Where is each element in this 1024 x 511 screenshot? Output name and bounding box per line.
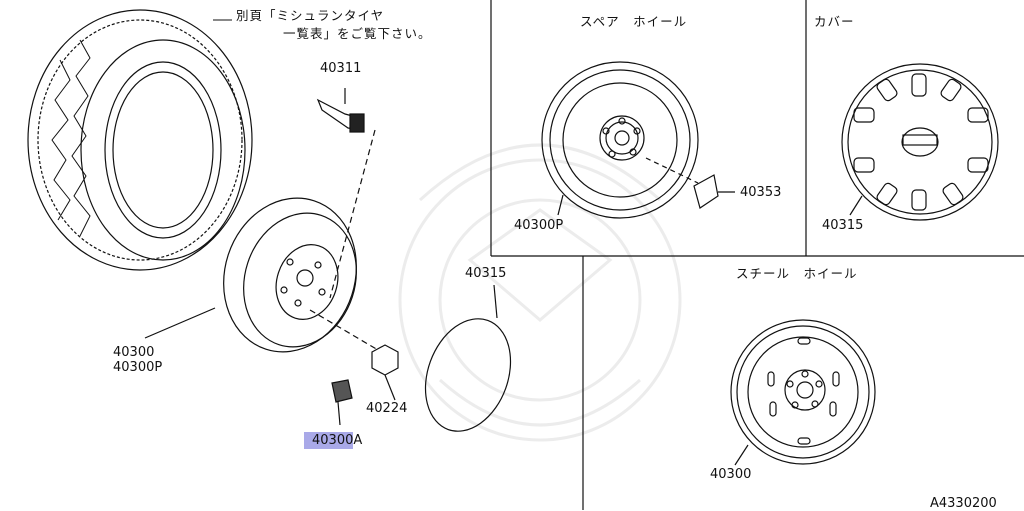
- steel-wheel-title: スチール ホイール: [736, 266, 858, 281]
- diagram-code: A4330200: [930, 496, 997, 511]
- part-40300a-suffix: A: [353, 433, 363, 448]
- spare-wheel-title: スペア ホイール: [580, 14, 688, 29]
- steel-wheel-drawing: [730, 319, 876, 466]
- part-40300p-label[interactable]: 40300P: [113, 360, 163, 375]
- cap-drawing: [424, 284, 512, 432]
- cover-40315-label[interactable]: 40315: [822, 218, 864, 233]
- tire-note-line1: 別頁「ミシュランタイヤ: [236, 8, 385, 23]
- watermark-emblem: [398, 143, 682, 442]
- panel-borders: [490, 0, 1024, 510]
- valve-drawing: [316, 88, 376, 299]
- tire-note-line2: 一覧表」をご覧下さい。: [283, 26, 432, 41]
- part-40353-label[interactable]: 40353: [740, 185, 782, 200]
- cover-drawing: [841, 63, 999, 221]
- weight-drawing: [331, 379, 353, 426]
- part-40300a-highlight: 40300: [304, 432, 354, 449]
- tire-drawing: [27, 9, 253, 271]
- steel-40300-label[interactable]: 40300: [710, 467, 752, 482]
- part-40315-cap-label[interactable]: 40315: [465, 266, 507, 281]
- part-40224-label[interactable]: 40224: [366, 401, 408, 416]
- part-40311-label[interactable]: 40311: [320, 61, 362, 76]
- cover-title: カバー: [814, 14, 855, 29]
- spare-40300p-label[interactable]: 40300P: [514, 218, 564, 233]
- part-40300a-label[interactable]: 40300A: [304, 432, 363, 449]
- spare-wheel-drawing: [541, 61, 735, 219]
- main-wheel-drawing: [144, 197, 379, 353]
- part-40300-label[interactable]: 40300: [113, 345, 155, 360]
- nut-drawing: [371, 344, 399, 401]
